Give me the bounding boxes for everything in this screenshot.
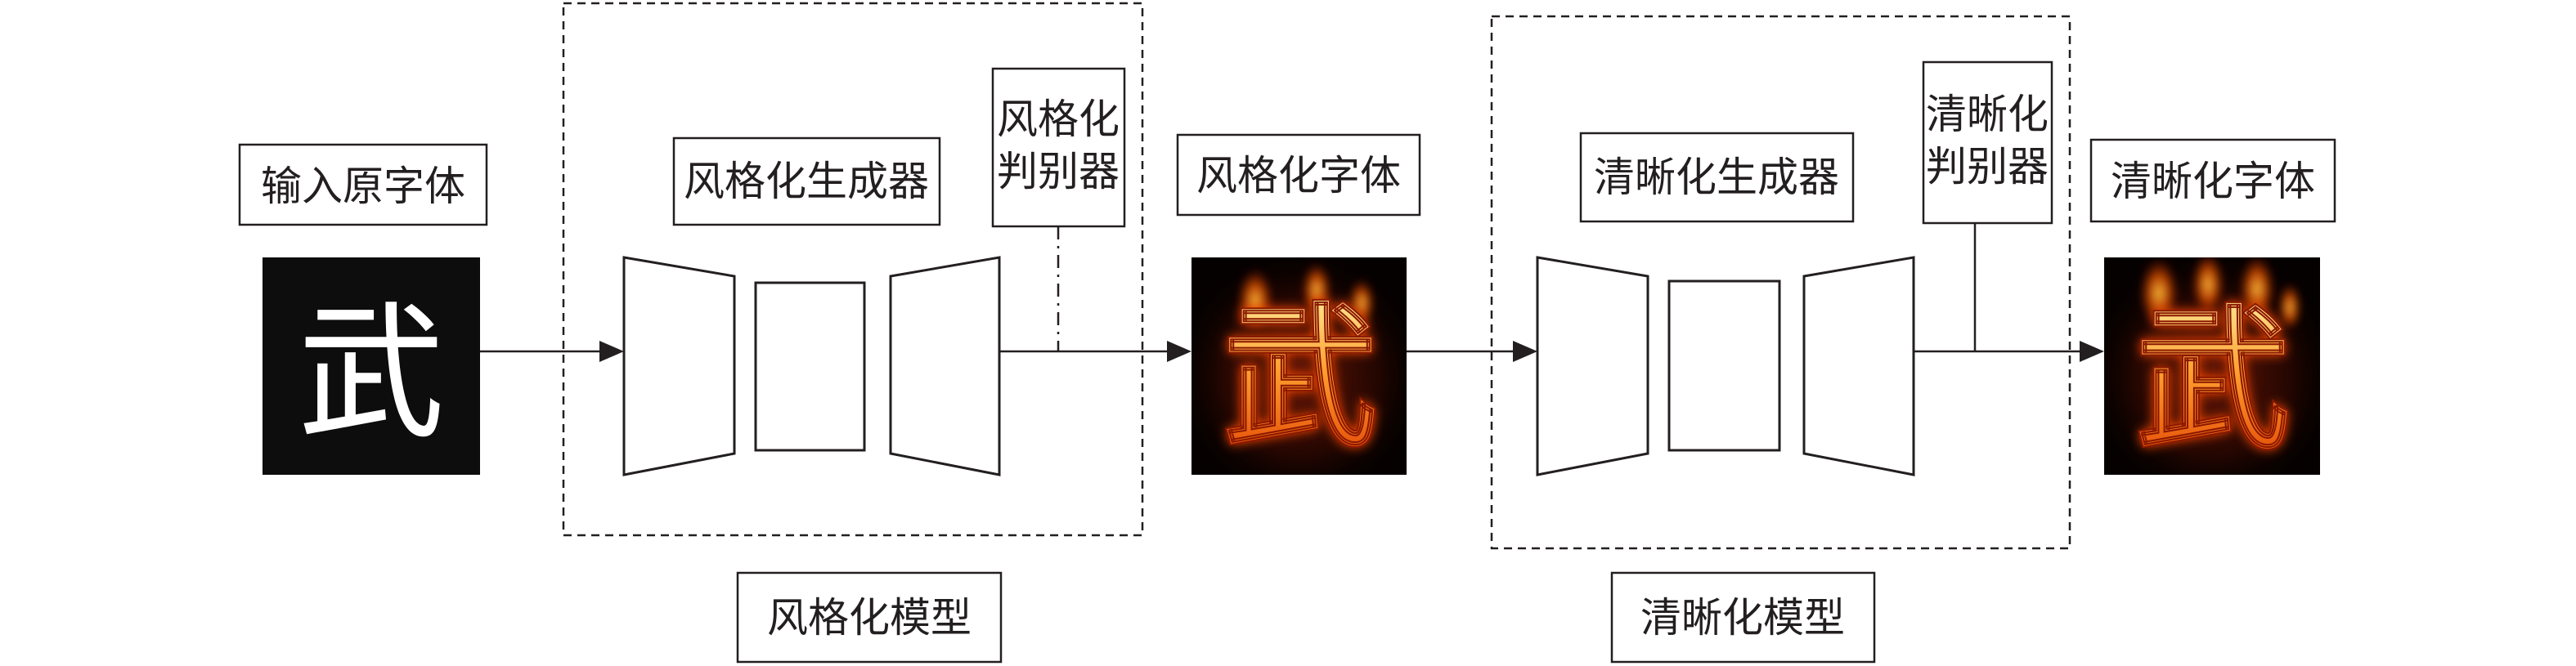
sharpening-discriminator-label-line2: 判别器 — [1926, 143, 2049, 190]
sharpened-font-label: 清晰化字体 — [2111, 158, 2315, 205]
stylized-glyph-glow: 武 — [1223, 287, 1378, 469]
sharpening-model-label-box: 清晰化模型 — [1610, 571, 1876, 664]
sharpened-glyph: 武 — [2135, 289, 2291, 472]
arrow-sharpening-to-sharpened-font — [1914, 341, 2104, 362]
input-glyph: 武 — [298, 289, 445, 460]
stylization-generator-label: 风格化生成器 — [684, 158, 929, 205]
input-font-image: 武 — [263, 257, 480, 475]
stylized-font-label-box: 风格化字体 — [1176, 133, 1421, 217]
stylization-model-label: 风格化模型 — [767, 594, 972, 641]
stylization-discriminator-label-box: 风格化 判别器 — [991, 67, 1126, 228]
sharpened-font-image: 武 武 — [2104, 257, 2320, 475]
sharpening-discriminator-label-box: 清晰化 判别器 — [1922, 60, 2053, 225]
stylized-font-label: 风格化字体 — [1196, 152, 1401, 199]
arrow-stylization-to-stylized-font — [999, 341, 1192, 362]
stylization-generator-label-box: 风格化生成器 — [672, 136, 941, 226]
stylized-font-image: 武 武 — [1192, 257, 1407, 475]
stylized-glyph: 武 — [1223, 287, 1378, 469]
stylization-model-label-box: 风格化模型 — [736, 571, 1003, 664]
stylization-bottleneck-block — [754, 281, 866, 452]
stylization-discriminator-label-line2: 判别器 — [997, 148, 1120, 195]
sharpening-generator-label-box: 清晰化生成器 — [1579, 132, 1855, 223]
sharpening-encoder-block — [1536, 256, 1649, 476]
arrow-input-to-stylization-generator — [480, 341, 624, 362]
stylization-encoder-block — [622, 256, 736, 476]
stylization-decoder-block — [889, 256, 1001, 476]
sharpening-generator-label: 清晰化生成器 — [1594, 154, 1839, 201]
sharpening-bottleneck-block — [1667, 279, 1781, 452]
sharpened-glyph-glow: 武 — [2135, 289, 2291, 472]
sharpened-font-label-box: 清晰化字体 — [2089, 138, 2336, 223]
stylization-discriminator-label-line1: 风格化 — [997, 96, 1120, 143]
sharpening-discriminator-label-line1: 清晰化 — [1926, 91, 2049, 138]
input-font-label-box: 输入原字体 — [238, 143, 488, 226]
sharpening-decoder-block — [1802, 256, 1915, 476]
input-font-label: 输入原字体 — [261, 163, 465, 210]
arrow-stylized-font-to-sharpening-generator — [1407, 341, 1537, 362]
sharpening-model-label: 清晰化模型 — [1640, 594, 1845, 641]
